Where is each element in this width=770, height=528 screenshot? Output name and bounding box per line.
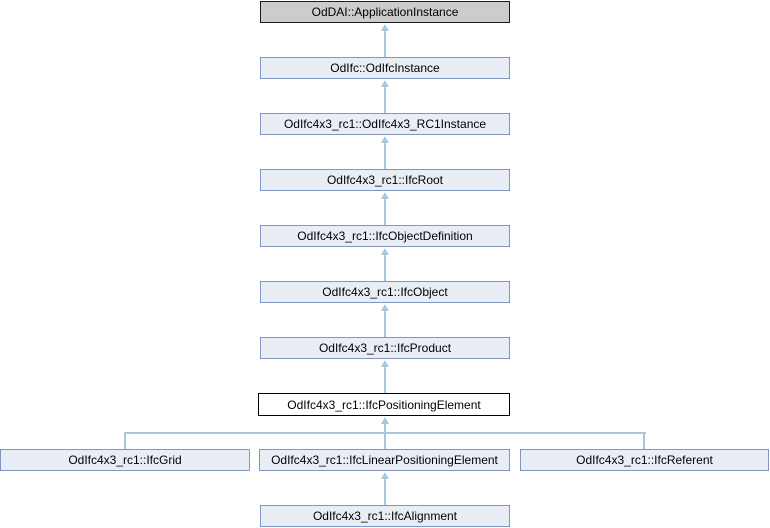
inheritance-arrow-icon — [381, 472, 389, 479]
class-node-ifcobjectdefinition[interactable]: OdIfc4x3_rc1::IfcObjectDefinition — [260, 225, 510, 247]
inheritance-arrow-icon — [381, 248, 389, 255]
class-node-ifcalignment[interactable]: OdIfc4x3_rc1::IfcAlignment — [260, 505, 510, 527]
inheritance-arrow-icon — [381, 417, 389, 424]
inheritance-arrow-icon — [381, 192, 389, 199]
inheritance-arrow-icon — [381, 80, 389, 87]
class-node-ifcpositioningelement: OdIfc4x3_rc1::IfcPositioningElement — [258, 393, 510, 416]
class-node-ifcgrid[interactable]: OdIfc4x3_rc1::IfcGrid — [0, 449, 250, 471]
inheritance-edge-line — [643, 432, 645, 449]
class-node-odifc-instance[interactable]: OdIfc::OdIfcInstance — [260, 57, 510, 79]
inheritance-edge-line — [384, 366, 386, 393]
inheritance-arrow-icon — [381, 136, 389, 143]
inheritance-edge-line — [384, 254, 386, 281]
inheritance-edge-line — [384, 423, 386, 449]
inheritance-edge-line — [384, 310, 386, 337]
inheritance-edge-line — [384, 86, 386, 113]
inheritance-arrow-icon — [381, 360, 389, 367]
class-node-ifcroot[interactable]: OdIfc4x3_rc1::IfcRoot — [260, 169, 510, 191]
class-node-ifclinearpositioningelement[interactable]: OdIfc4x3_rc1::IfcLinearPositioningElemen… — [259, 449, 510, 471]
class-node-ifcreferent[interactable]: OdIfc4x3_rc1::IfcReferent — [520, 449, 769, 471]
inheritance-arrow-icon — [381, 304, 389, 311]
inheritance-edge-line — [384, 478, 386, 505]
class-node-odifc4x3-rc1-instance[interactable]: OdIfc4x3_rc1::OdIfc4x3_RC1Instance — [260, 113, 510, 135]
class-node-ifcobject[interactable]: OdIfc4x3_rc1::IfcObject — [260, 281, 510, 303]
inheritance-edge-line — [384, 142, 386, 169]
inheritance-edge-line — [384, 30, 386, 57]
class-node-application-instance[interactable]: OdDAI::ApplicationInstance — [260, 1, 510, 23]
inheritance-edge-line — [384, 198, 386, 225]
inheritance-edge-line — [124, 432, 126, 449]
inheritance-edge-line — [124, 432, 646, 434]
inheritance-arrow-icon — [381, 24, 389, 31]
class-node-ifcproduct[interactable]: OdIfc4x3_rc1::IfcProduct — [260, 337, 510, 359]
